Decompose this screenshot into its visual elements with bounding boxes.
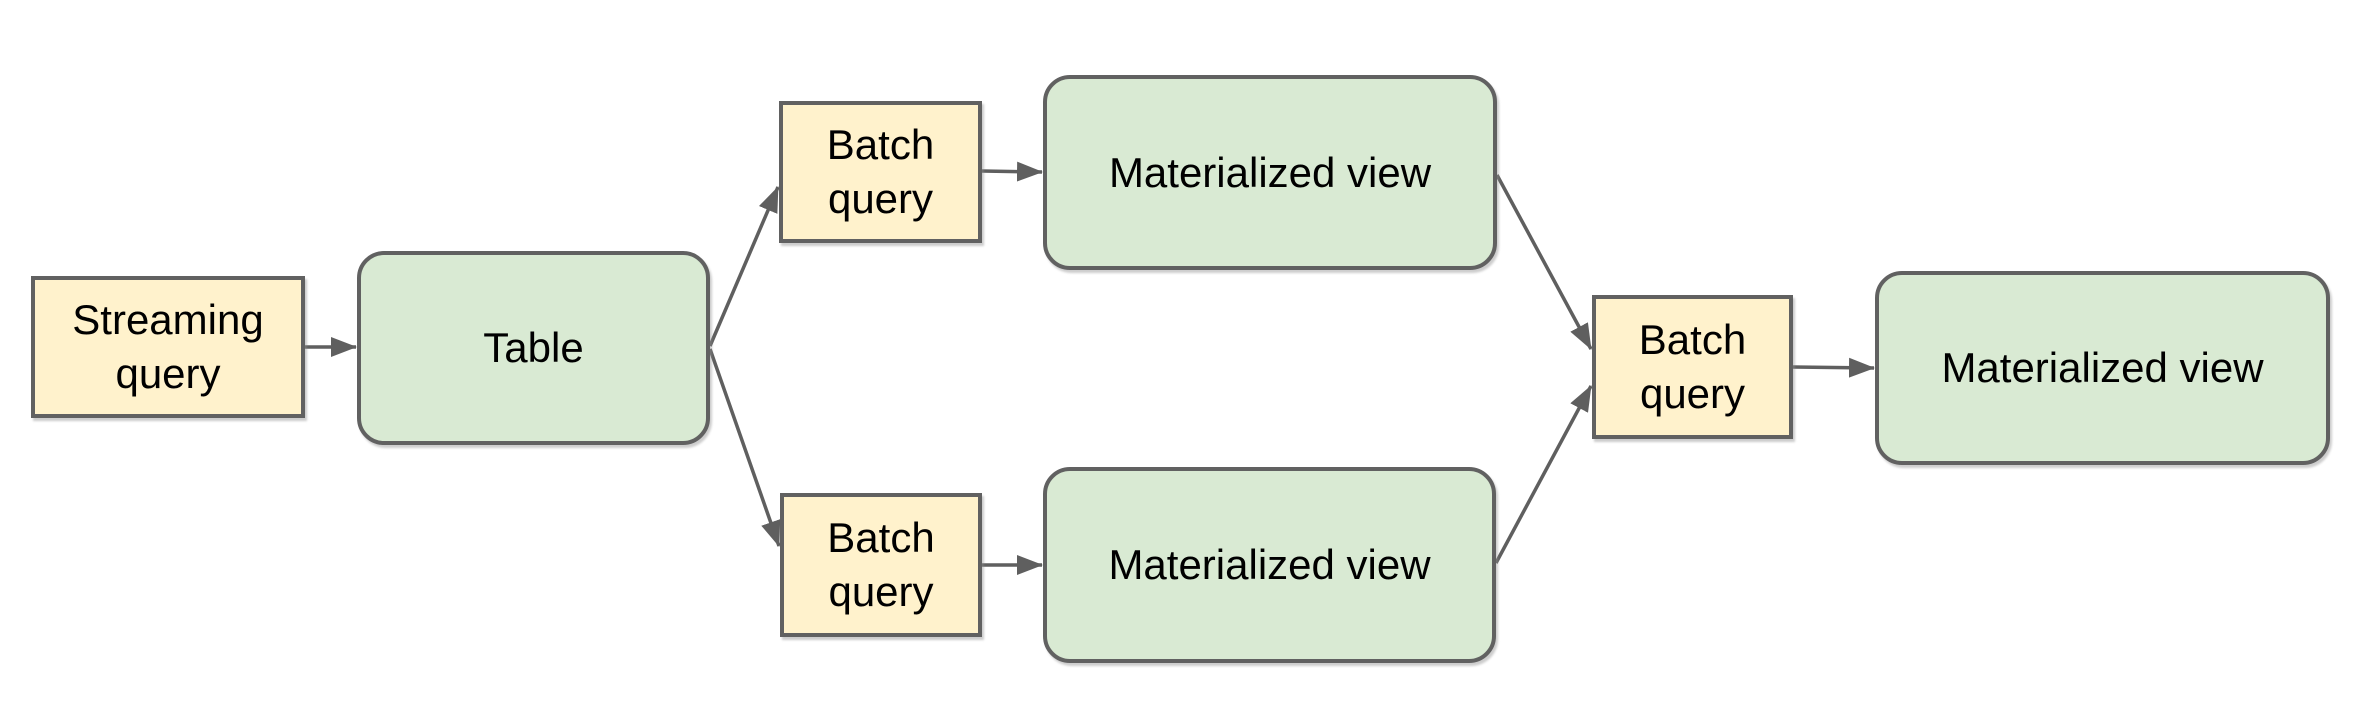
node-materialized-view-right: Materialized view	[1875, 271, 2330, 465]
edge-batch-query-top-to-materialized-view-top	[981, 161, 1043, 182]
edge-table-to-batch-query-bottom	[708, 348, 781, 547]
node-streaming-query: Streaming query	[31, 276, 305, 418]
node-batch-query-right: Batch query	[1592, 295, 1793, 439]
node-label: Materialized view	[1108, 148, 1432, 196]
edge-materialized-view-top-to-batch-query-right	[1495, 174, 1593, 350]
node-batch-query-bottom: Batch query	[780, 493, 982, 637]
edge-materialized-view-bottom-to-batch-query-right	[1494, 385, 1593, 564]
node-label: Materialized view	[1941, 344, 2264, 392]
node-materialized-view-bottom: Materialized view	[1043, 467, 1496, 663]
node-label: Streaming query	[72, 296, 264, 397]
node-materialized-view-top: Materialized view	[1043, 75, 1497, 270]
node-label: Materialized view	[1108, 541, 1431, 589]
node-label: Batch query	[827, 514, 935, 615]
node-label: Batch query	[1638, 316, 1747, 417]
node-label: Batch query	[826, 121, 935, 222]
node-label: Table	[483, 324, 584, 372]
edge-batch-query-right-to-materialized-view-right	[1792, 357, 1875, 378]
edge-table-to-batch-query-top	[708, 186, 780, 347]
node-batch-query-top: Batch query	[779, 101, 982, 243]
node-table: Table	[357, 251, 710, 445]
